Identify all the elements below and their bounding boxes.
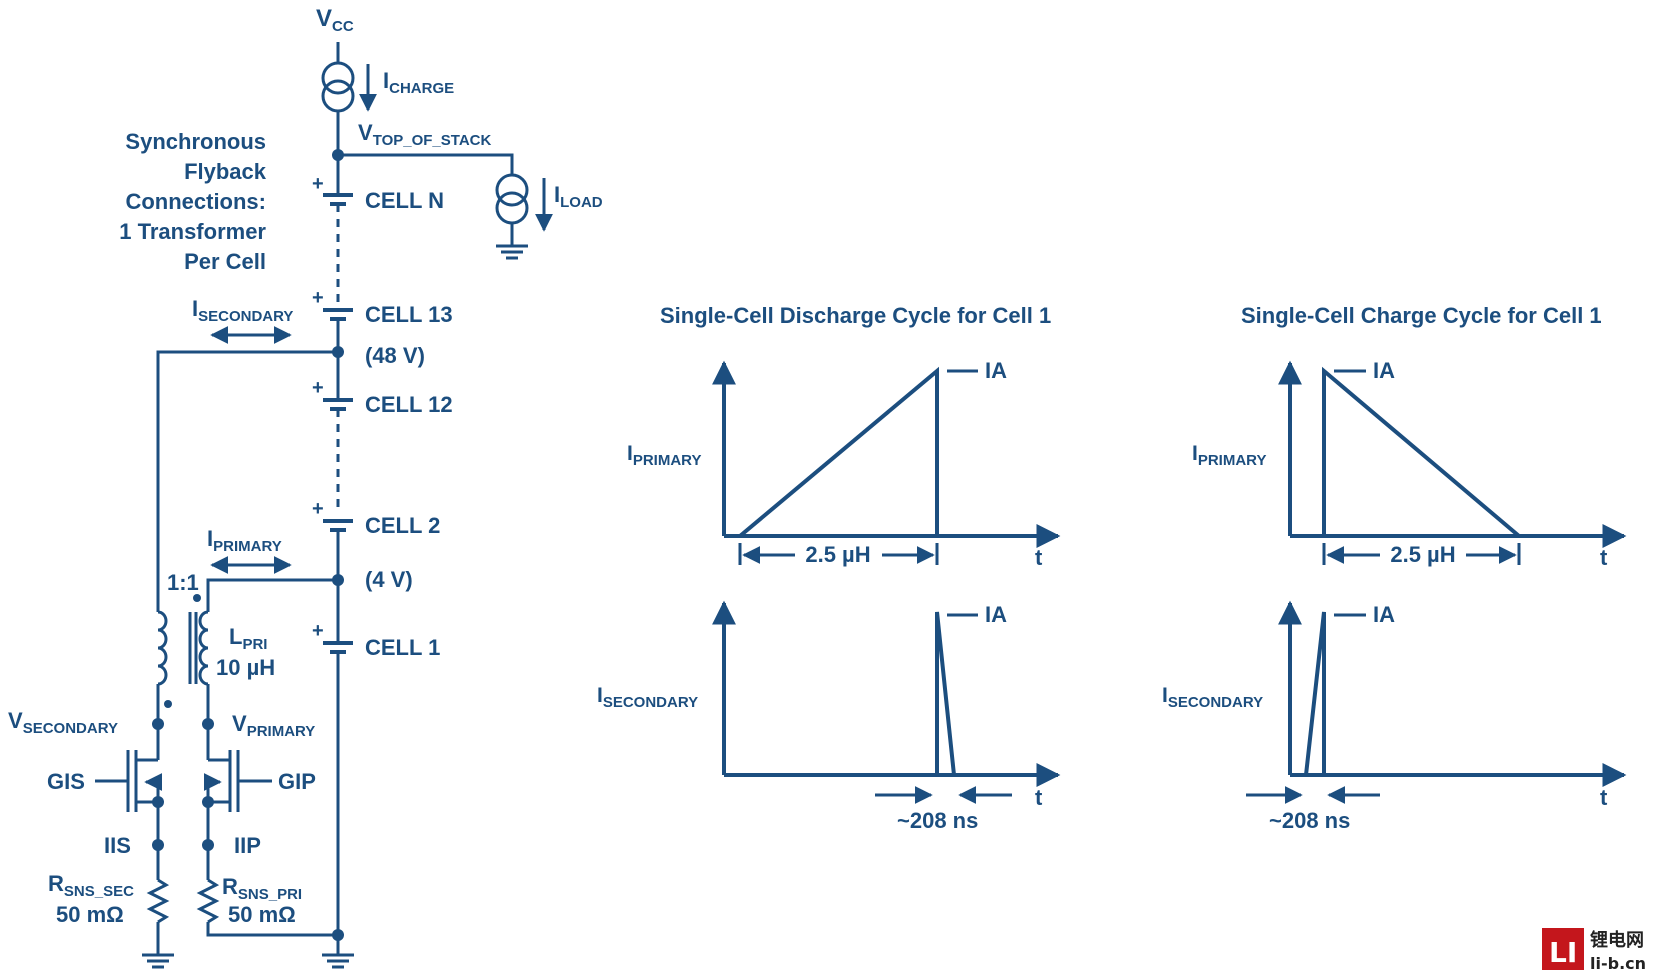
vcc-label: VCC (316, 5, 354, 35)
discharge-primary-waveform (738, 366, 939, 538)
cell-1-label: CELL 1 (365, 635, 440, 660)
cell-13-battery-icon (323, 308, 353, 321)
logo-mark-text: LI (1549, 936, 1577, 969)
discharge-chart-title: Single-Cell Discharge Cycle for Cell 1 (660, 303, 1051, 328)
discharge-secondary-y-label: ISECONDARY (597, 684, 698, 711)
ground-icon (142, 953, 174, 969)
cell-2-plus: + (312, 498, 324, 520)
iload-label: ILOAD (554, 182, 603, 211)
cell-13-plus: + (312, 287, 324, 309)
svg-text:Flyback: Flyback (184, 159, 267, 184)
v48-label: (48 V) (365, 343, 425, 368)
discharge-primary-peak-label: IA (985, 358, 1007, 383)
svg-text:Connections:: Connections: (125, 189, 266, 214)
logo-domain-text: li-b.cn (1590, 954, 1646, 973)
cell-n-plus: + (312, 173, 324, 195)
charge-secondary-x-label: t (1600, 785, 1608, 810)
logo-chinese-text: 锂电网 (1590, 929, 1644, 951)
rsns-sec-resistor-icon (146, 878, 170, 924)
cell-n-label: CELL N (365, 188, 444, 213)
charge-primary-y-label: IPRIMARY (1192, 442, 1266, 469)
rsns-pri-value: 50 mΩ (228, 902, 296, 927)
discharge-secondary-peak-label: IA (985, 602, 1007, 627)
rsns-sec-value: 50 mΩ (56, 902, 124, 927)
iprimary-label: IPRIMARY (207, 526, 282, 555)
charge-primary-waveform (1322, 366, 1521, 538)
charge-current-source-icon (321, 61, 355, 113)
lpri-value: 10 µH (216, 655, 275, 680)
cell-n-battery-icon (323, 193, 353, 206)
logo-mark-icon (1542, 928, 1584, 970)
ground-icon (496, 244, 528, 260)
primary-mosfet-icon (203, 750, 272, 845)
battery-stack-schematic: VCC ICHARGE VTOP_OF_STACK ILOAD Synchron… (8, 5, 603, 969)
discharge-secondary-x-label: t (1035, 785, 1043, 810)
cell-2-label: CELL 2 (365, 513, 440, 538)
isecondary-label: ISECONDARY (192, 296, 293, 325)
charge-pulse-width-label: ~208 ns (1269, 808, 1350, 833)
iip-label: IIP (234, 833, 261, 858)
charge-cycle-chart: Single-Cell Charge Cycle for Cell 1 IA I… (1162, 303, 1627, 833)
rsns-pri-label: RSNS_PRI (222, 874, 302, 903)
charge-chart-title: Single-Cell Charge Cycle for Cell 1 (1241, 303, 1602, 328)
discharge-cycle-chart: Single-Cell Discharge Cycle for Cell 1 I… (597, 303, 1061, 833)
charge-primary-peak-label: IA (1373, 358, 1395, 383)
cell-13-label: CELL 13 (365, 302, 453, 327)
charge-primary-x-label: t (1600, 545, 1608, 570)
discharge-primary-y-label: IPRIMARY (627, 442, 701, 469)
gip-label: GIP (278, 769, 316, 794)
cell-1-plus: + (312, 620, 324, 642)
iis-label: IIS (104, 833, 131, 858)
svg-text:1 Transformer: 1 Transformer (119, 219, 266, 244)
svg-text:Synchronous: Synchronous (125, 129, 266, 154)
cell-12-label: CELL 12 (365, 392, 453, 417)
vprimary-label: VPRIMARY (232, 711, 315, 740)
cell-12-plus: + (312, 377, 324, 399)
charge-secondary-waveform (1304, 611, 1326, 776)
cell-2-battery-icon (323, 519, 353, 532)
schematic-title: Synchronous Flyback Connections: 1 Trans… (119, 129, 266, 274)
rsns-sec-label: RSNS_SEC (48, 871, 134, 900)
turns-ratio-label: 1:1 (167, 570, 199, 595)
secondary-mosfet-icon (95, 750, 163, 845)
discharge-secondary-waveform (935, 611, 956, 776)
icharge-label: ICHARGE (383, 68, 454, 97)
charge-secondary-y-label: ISECONDARY (1162, 684, 1263, 711)
charge-secondary-peak-label: IA (1373, 602, 1395, 627)
cell-12-battery-icon (323, 398, 353, 411)
lpri-label: LPRI (229, 624, 267, 653)
site-logo: LI 锂电网 li-b.cn (1542, 928, 1646, 973)
ground-icon (322, 953, 354, 969)
vsecondary-label: VSECONDARY (8, 708, 118, 737)
cell-1-battery-icon (323, 641, 353, 654)
rsns-pri-resistor-icon (196, 878, 220, 924)
gis-label: GIS (47, 769, 85, 794)
load-current-source-icon (495, 173, 529, 225)
discharge-interval-label: 2.5 µH (805, 542, 870, 567)
vtop-of-stack-label: VTOP_OF_STACK (358, 120, 491, 149)
discharge-primary-x-label: t (1035, 545, 1043, 570)
v4-label: (4 V) (365, 567, 413, 592)
discharge-pulse-width-label: ~208 ns (897, 808, 978, 833)
charge-interval-label: 2.5 µH (1390, 542, 1455, 567)
transformer-icon (157, 594, 209, 708)
svg-text:Per Cell: Per Cell (184, 249, 266, 274)
